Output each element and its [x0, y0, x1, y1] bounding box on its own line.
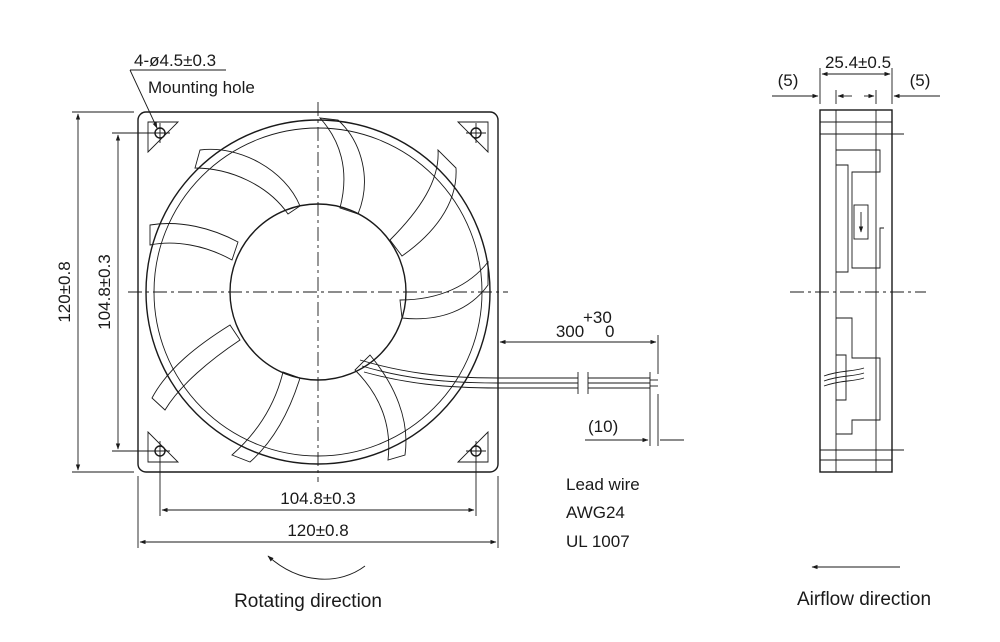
- lead-length-dimension: 300 +30 0: [497, 308, 659, 374]
- flange-right-label: (5): [910, 71, 931, 90]
- lead-tolerance-upper: +30: [583, 308, 612, 327]
- lead-wires: [359, 359, 658, 394]
- height-pitch-label: 104.8±0.3: [95, 254, 114, 330]
- airflow-direction-label: Airflow direction: [797, 589, 931, 610]
- lead-wire-line-2: AWG24: [566, 503, 625, 522]
- front-view: [128, 102, 658, 482]
- hole-callout: 4-ø4.5±0.3 Mounting hole: [129, 51, 255, 129]
- width-outer-label: 120±0.8: [287, 521, 348, 540]
- rotating-direction-label: Rotating direction: [234, 591, 382, 612]
- width-pitch-label: 104.8±0.3: [280, 489, 356, 508]
- hole-name-label: Mounting hole: [148, 78, 255, 97]
- flange-left-label: (5): [778, 71, 799, 90]
- side-lower-strut: [836, 317, 881, 435]
- lead-wire-line-3: UL 1007: [566, 532, 630, 551]
- depth-label: 25.4±0.5: [825, 53, 891, 72]
- side-view: [790, 109, 926, 473]
- strip-length-label: (10): [588, 417, 618, 436]
- mounting-holes: [150, 123, 486, 461]
- rotating-direction: Rotating direction: [234, 555, 382, 612]
- side-frame-outline: [819, 109, 893, 473]
- strip-length-dimension: (10): [585, 394, 684, 446]
- lead-wire-spec: Lead wire AWG24 UL 1007: [566, 475, 640, 551]
- width-dimensions: 104.8±0.3 120±0.8: [137, 461, 499, 548]
- depth-dimension: 25.4±0.5: [819, 53, 893, 104]
- side-bearing-detail: [853, 204, 869, 240]
- lead-length-label: 300: [556, 322, 584, 341]
- side-cable-exit: [823, 367, 865, 387]
- height-outer-label: 120±0.8: [55, 261, 74, 322]
- flange-dimensions: (5) (5): [772, 71, 940, 104]
- hole-spec-label: 4-ø4.5±0.3: [134, 51, 216, 70]
- lead-tolerance-lower: 0: [605, 322, 614, 341]
- airflow-direction: Airflow direction: [797, 564, 931, 610]
- height-dimensions: 120±0.8 104.8±0.3: [55, 111, 150, 473]
- side-upper-strut: [836, 149, 884, 269]
- lead-wire-line-1: Lead wire: [566, 475, 640, 494]
- fan-blades: [149, 117, 489, 463]
